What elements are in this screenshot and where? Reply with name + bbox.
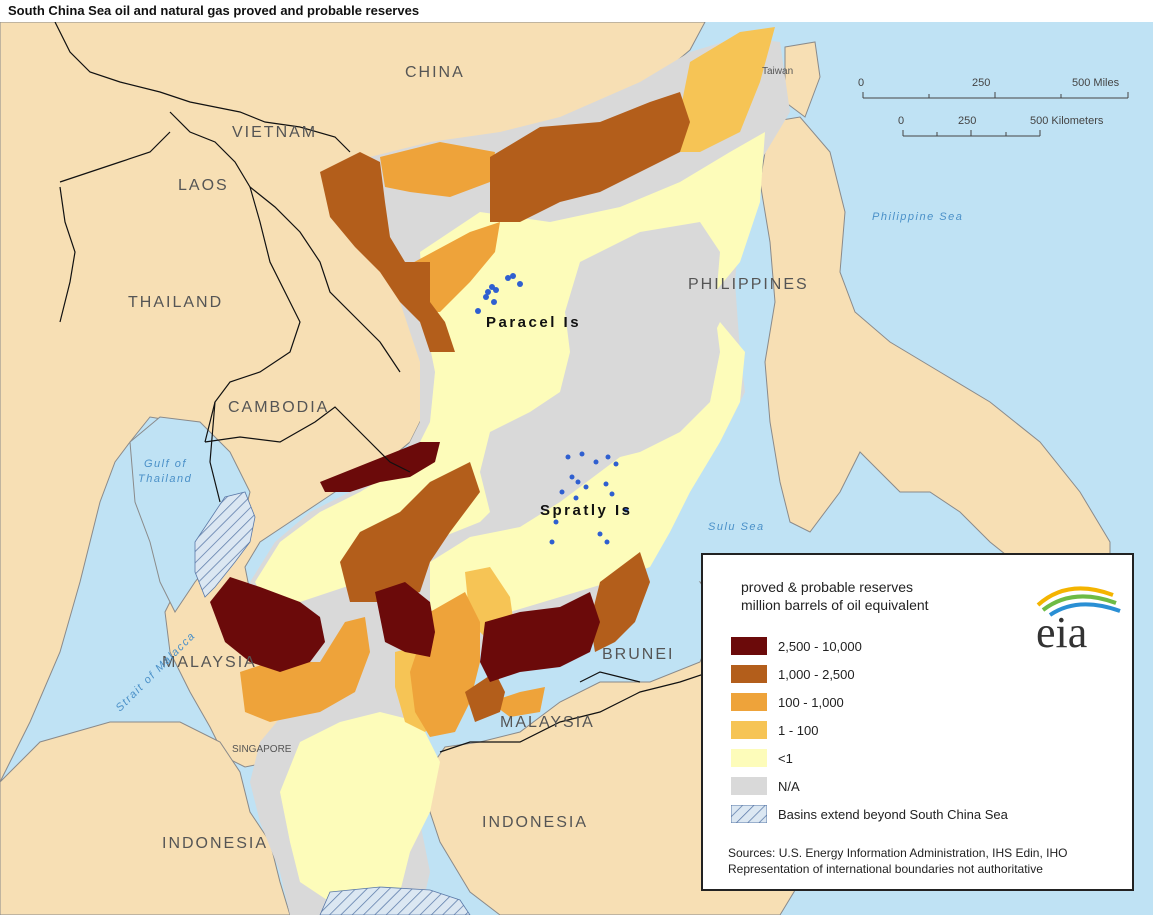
label-philippine-sea: Philippine Sea — [872, 211, 963, 223]
eia-logo: eia — [1036, 586, 1121, 653]
label-thailand-sea: Thailand — [138, 473, 192, 485]
scale-km-0: 0 — [898, 115, 904, 127]
zone-2500-10000-nam-con-son — [320, 442, 440, 492]
zone-1000-2500-sarawak — [465, 672, 505, 722]
zone-na-central — [480, 222, 720, 512]
legend-label: <1 — [778, 751, 793, 766]
zone-hatched-gulf-thailand — [194, 491, 256, 598]
legend-label: Basins extend beyond South China Sea — [778, 807, 1008, 822]
scale-km-500: 500 Kilometers — [1030, 115, 1104, 127]
legend-title-line1: proved & probable reserves — [741, 579, 913, 595]
legend-swatch — [731, 693, 767, 711]
map-title: South China Sea oil and natural gas prov… — [8, 3, 420, 18]
scale-miles-500: 500 Miles — [1072, 77, 1120, 89]
legend-box: proved & probable reserves million barre… — [701, 553, 1134, 891]
zone-2500-10000-sarawak — [480, 592, 600, 682]
zone-1000-2500-cuulong — [340, 462, 480, 602]
south-china-sea-map: CHINA VIETNAM LAOS THAILAND CAMBODIA PHI… — [0, 22, 1153, 915]
label-singapore: SINGAPORE — [232, 744, 292, 755]
zone-1000-2500-pearl-river — [490, 92, 690, 222]
legend-title-line2: million barrels of oil equivalent — [741, 597, 929, 613]
legend-swatch — [731, 749, 767, 767]
label-paracel-islands: Paracel Is — [486, 314, 581, 331]
label-indonesia-borneo: INDONESIA — [482, 814, 588, 831]
scale-miles-250: 250 — [972, 77, 990, 89]
paracel-islands-dots — [475, 273, 523, 314]
legend-label: N/A — [778, 779, 800, 794]
label-brunei: BRUNEI — [602, 646, 674, 663]
land-sumatra — [0, 721, 291, 915]
label-gulf-of: Gulf of — [144, 458, 187, 470]
svg-text:eia: eia — [1036, 608, 1087, 653]
label-sulu-sea: Sulu Sea — [708, 521, 765, 533]
zone-2500-10000-malay-basin — [210, 577, 325, 672]
zone-1-100-taiwan — [670, 27, 775, 152]
scale-miles-0: 0 — [858, 77, 864, 89]
label-taiwan: Taiwan — [762, 66, 793, 77]
legend-swatch — [731, 777, 767, 795]
legend-swatch — [731, 637, 767, 655]
legend-label: 1,000 - 2,500 — [778, 667, 855, 682]
label-malaysia-east: MALAYSIA — [500, 714, 595, 731]
legend-swatch — [731, 721, 767, 739]
zone-1000-2500-gulf-tonkin — [320, 152, 455, 352]
legend-label: 2,500 - 10,000 — [778, 639, 862, 654]
legend-label: 100 - 1,000 — [778, 695, 844, 710]
label-spratly-islands: Spratly Is — [540, 502, 633, 519]
spratly-islands-dots — [549, 451, 629, 545]
zone-2500-10000-natuna — [375, 582, 435, 657]
zone-1000-2500-sabah — [590, 552, 650, 652]
label-philippines: PHILIPPINES — [688, 276, 809, 293]
sources-line1: Sources: U.S. Energy Information Adminis… — [728, 846, 1068, 860]
land-philippines — [759, 116, 1111, 583]
zone-100-1000-sarawak — [490, 687, 545, 717]
legend-swatch — [731, 665, 767, 683]
zone-100-1000-gulf-tonkin — [380, 142, 495, 197]
zone-hatched-south — [319, 886, 471, 915]
label-cambodia: CAMBODIA — [228, 399, 329, 416]
zone-100-1000-malay — [240, 617, 370, 722]
label-china: CHINA — [405, 64, 465, 81]
sources-line2: Representation of international boundari… — [728, 862, 1043, 876]
zone-lt1-south — [280, 712, 440, 902]
scale-bar: 0 250 500 Miles 0 250 500 Kilometers — [858, 77, 1129, 137]
label-vietnam: VIETNAM — [232, 124, 317, 141]
label-thailand: THAILAND — [128, 294, 223, 311]
legend-label: 1 - 100 — [778, 723, 819, 738]
label-indonesia-sumatra: INDONESIA — [162, 835, 268, 852]
legend-swatch-hatch — [731, 805, 767, 823]
scale-km-250: 250 — [958, 115, 976, 127]
zone-lt1-east — [430, 322, 745, 622]
label-laos: LAOS — [178, 177, 229, 194]
label-malaysia-west: MALAYSIA — [162, 654, 257, 671]
